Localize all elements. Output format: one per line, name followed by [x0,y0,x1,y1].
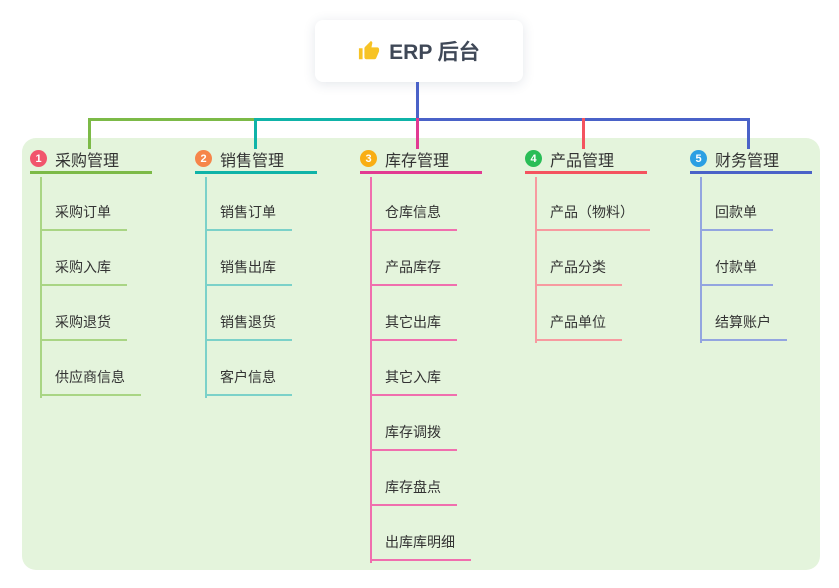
child-label: 销售退货 [220,314,276,330]
child-node[interactable]: 产品单位 [535,313,622,341]
branch-node-inventory[interactable]: 3 库存管理 [360,146,482,174]
trunk-line-segment-1 [89,118,256,121]
child-node[interactable]: 采购订单 [40,203,127,231]
branch-drop-line-5 [747,118,750,149]
mindmap-panel [22,138,820,570]
branch-badge: 3 [360,150,377,167]
child-label: 库存盘点 [385,479,441,495]
branch-badge: 4 [525,150,542,167]
branch-drop-line-3 [416,118,419,149]
child-node[interactable]: 付款单 [700,258,773,286]
branch-drop-line-4 [582,118,585,149]
child-node[interactable]: 产品分类 [535,258,622,286]
child-label: 结算账户 [715,314,771,330]
child-node[interactable]: 客户信息 [205,368,292,396]
child-node[interactable]: 销售退货 [205,313,292,341]
child-node[interactable]: 回款单 [700,203,773,231]
child-node[interactable]: 采购入库 [40,258,127,286]
child-label: 出库库明细 [385,534,455,550]
child-node[interactable]: 出库库明细 [370,533,471,561]
child-node[interactable]: 销售订单 [205,203,292,231]
child-label: 库存调拨 [385,424,441,440]
root-connector-line [416,82,419,119]
branch-node-product[interactable]: 4 产品管理 [525,146,647,174]
child-label: 采购退货 [55,314,111,330]
child-node[interactable]: 库存调拨 [370,423,457,451]
child-label: 产品分类 [550,259,606,275]
child-label: 销售出库 [220,259,276,275]
child-node[interactable]: 结算账户 [700,313,787,341]
child-node[interactable]: 库存盘点 [370,478,457,506]
root-title: ERP 后台 [389,41,480,64]
branch-label: 产品管理 [550,152,615,170]
child-label: 产品（物料） [550,204,634,220]
child-label: 采购订单 [55,204,111,220]
branch-label: 库存管理 [385,152,450,170]
branch-node-purchase[interactable]: 1 采购管理 [30,146,152,174]
child-label: 其它出库 [385,314,441,330]
child-node[interactable]: 其它出库 [370,313,457,341]
branch-node-finance[interactable]: 5 财务管理 [690,146,812,174]
branch-children-connector [205,177,207,398]
child-node[interactable]: 供应商信息 [40,368,141,396]
branch-drop-line-1 [88,118,91,149]
child-label: 回款单 [715,204,757,220]
branch-badge: 1 [30,150,47,167]
child-label: 付款单 [715,259,757,275]
child-label: 销售订单 [220,204,276,220]
child-node[interactable]: 其它入库 [370,368,457,396]
child-label: 客户信息 [220,369,276,385]
branch-badge: 5 [690,150,707,167]
thumbs-up-icon [359,40,380,60]
child-label: 供应商信息 [55,369,125,385]
child-node[interactable]: 产品（物料） [535,203,650,231]
child-label: 产品单位 [550,314,606,330]
branch-node-sales[interactable]: 2 销售管理 [195,146,317,174]
root-node[interactable]: ERP 后台 [315,20,523,82]
child-node[interactable]: 采购退货 [40,313,127,341]
child-label: 仓库信息 [385,204,441,220]
trunk-line-segment-2 [256,118,418,121]
branch-label: 采购管理 [55,152,120,170]
branch-drop-line-2 [254,118,257,149]
thumbs-up-icon-path [359,40,380,60]
branch-label: 销售管理 [220,152,285,170]
child-label: 产品库存 [385,259,441,275]
branch-badge: 2 [195,150,212,167]
child-node[interactable]: 销售出库 [205,258,292,286]
branch-children-connector [370,177,372,563]
branch-children-connector [40,177,42,398]
branch-children-connector [700,177,702,343]
child-label: 其它入库 [385,369,441,385]
child-node[interactable]: 产品库存 [370,258,457,286]
child-node[interactable]: 仓库信息 [370,203,457,231]
branch-children-connector [535,177,537,343]
branch-label: 财务管理 [715,152,780,170]
child-label: 采购入库 [55,259,111,275]
